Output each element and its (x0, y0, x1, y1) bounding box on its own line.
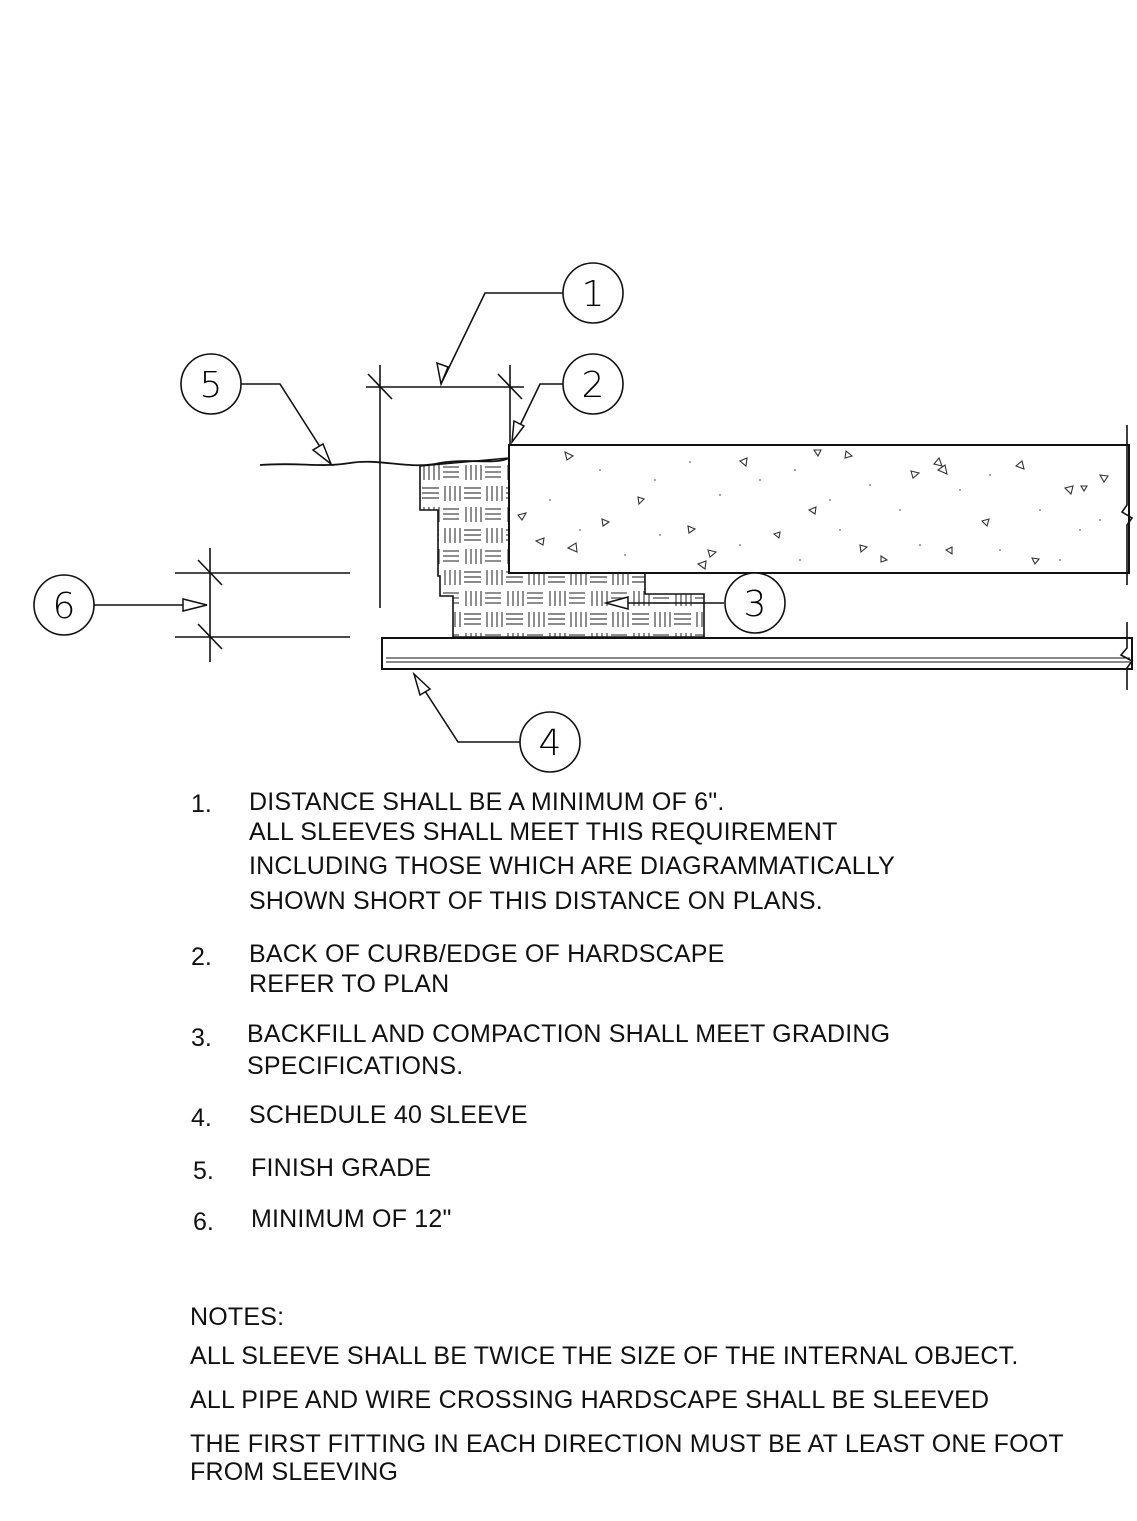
slab-break-line (1120, 425, 1134, 585)
legend-number-5: 5. (193, 1157, 214, 1185)
callout-3: 3 (724, 572, 786, 634)
legend-text-1-line-4: SHOWN SHORT OF THIS DISTANCE ON PLANS. (249, 887, 823, 915)
sleeve-pipe (381, 622, 1134, 690)
legend-number-4: 4. (191, 1104, 212, 1132)
legend-text-5-line-1: FINISH GRADE (251, 1154, 432, 1182)
sleeve-detail-drawing: 1 2 3 4 5 6 (33, 262, 1134, 773)
legend-text-1-line-3: INCLUDING THOSE WHICH ARE DIAGRAMMATICAL… (249, 852, 895, 880)
callout-1: 1 (562, 262, 624, 324)
legend-number-6: 6. (193, 1208, 214, 1236)
legend-number-2: 2. (191, 943, 212, 971)
note-line-1: ALL SLEEVE SHALL BE TWICE THE SIZE OF TH… (190, 1342, 1019, 1370)
note-line-4: FROM SLEEVING (190, 1458, 399, 1486)
dimension-6 (175, 548, 350, 662)
note-line-2: ALL PIPE AND WIRE CROSSING HARDSCAPE SHA… (190, 1386, 990, 1414)
notes-heading: NOTES: (190, 1303, 285, 1331)
finish-grade-line (259, 457, 510, 467)
dimension-1 (366, 365, 524, 608)
hardscape-slab (508, 444, 1130, 574)
note-line-3: THE FIRST FITTING IN EACH DIRECTION MUST… (190, 1430, 1064, 1458)
legend-text-3-line-2: SPECIFICATIONS. (247, 1052, 464, 1080)
callout-5: 5 (180, 353, 242, 415)
callout-label-2: 2 (582, 365, 605, 406)
legend-text-4-line-1: SCHEDULE 40 SLEEVE (249, 1101, 528, 1129)
legend-text-2-line-1: BACK OF CURB/EDGE OF HARDSCAPE (249, 940, 725, 968)
callout-4: 4 (519, 711, 581, 773)
legend-text-3-line-1: BACKFILL AND COMPACTION SHALL MEET GRADI… (247, 1020, 891, 1048)
concrete-aggregate (517, 449, 1109, 570)
callout-label-5: 5 (200, 365, 223, 406)
legend-text-6-line-1: MINIMUM OF 12" (251, 1205, 452, 1233)
callout-label-1: 1 (582, 274, 605, 315)
concrete-speckles (549, 461, 1101, 561)
callout-label-4: 4 (539, 723, 562, 764)
legend-number-3: 3. (191, 1024, 212, 1052)
legend-text-2-line-2: REFER TO PLAN (249, 970, 450, 998)
callout-2: 2 (562, 353, 624, 415)
callout-6: 6 (33, 574, 95, 636)
callout-label-6: 6 (53, 586, 76, 627)
legend-number-1: 1. (191, 790, 212, 818)
legend-text-1-line-1: DISTANCE SHALL BE A MINIMUM OF 6". (249, 788, 725, 816)
leader-arrowheads (182, 361, 629, 697)
callout-label-3: 3 (744, 584, 767, 625)
legend-text-1-line-2: ALL SLEEVES SHALL MEET THIS REQUIREMENT (249, 818, 838, 846)
